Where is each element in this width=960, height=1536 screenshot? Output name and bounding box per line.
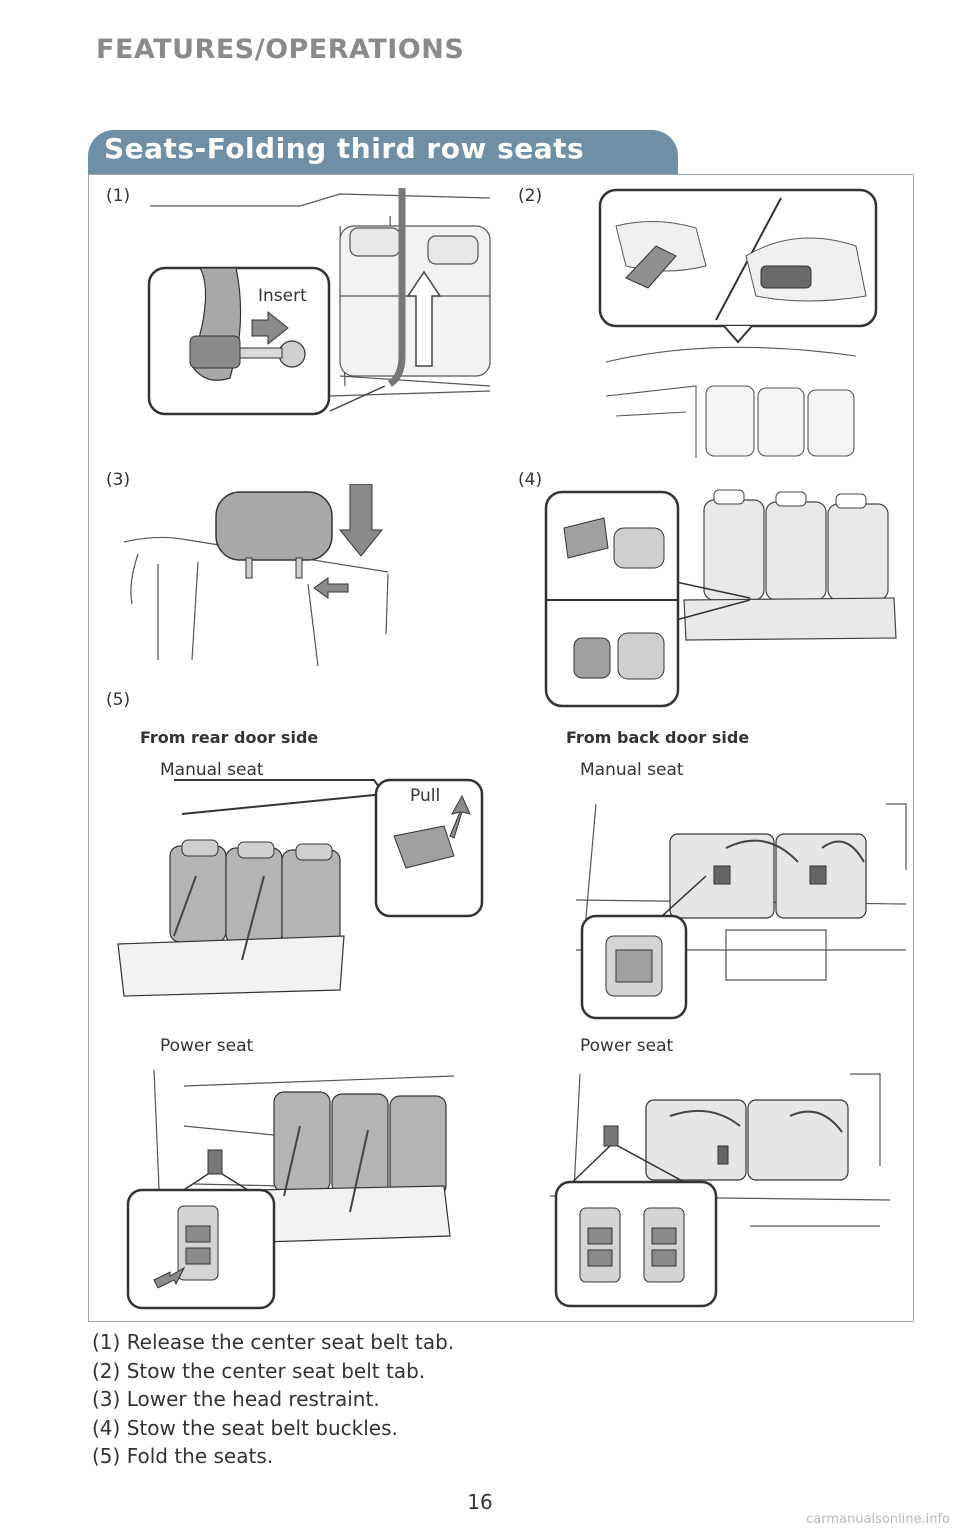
manual-seat-back-door-illustration (576, 803, 907, 1020)
manual-seat-rear-door-illustration (117, 778, 484, 997)
section-label: FEATURES/OPERATIONS (96, 34, 465, 65)
power-seat-label-rear: Power seat (160, 1036, 254, 1056)
step-label-4: (4) (518, 470, 543, 490)
instruction-list: (1) Release the center seat belt tab. (2… (92, 1328, 454, 1471)
watermark: carmanualsonline.info (806, 1512, 950, 1527)
back-door-heading: From back door side (566, 728, 750, 747)
insert-callout: Insert (258, 286, 307, 306)
stow-buckles-illustration (544, 489, 897, 708)
power-seat-rear-door-illustration (126, 1069, 455, 1310)
instruction-item-3: (3) Lower the head restraint. (92, 1387, 380, 1411)
instruction-item-1: (1) Release the center seat belt tab. (92, 1330, 455, 1354)
step-label-5: (5) (106, 690, 131, 710)
power-seat-label-back: Power seat (580, 1036, 674, 1056)
power-seat-back-door-illustration (550, 1073, 891, 1308)
instruction-item-4: (4) Stow the seat belt buckles. (92, 1415, 398, 1440)
pull-callout: Pull (410, 786, 441, 806)
page-number: 16 (467, 1490, 493, 1514)
instruction-item-2: (2) Stow the center seat belt tab. (92, 1358, 426, 1383)
step-label-1: (1) (106, 186, 131, 206)
release-belt-tab-illustration (147, 188, 491, 416)
banner-title: Seats-Folding third row seats (104, 132, 585, 165)
rear-door-heading: From rear door side (140, 728, 319, 747)
section-banner (88, 130, 678, 174)
stow-belt-tab-illustration (598, 188, 878, 458)
instruction-item-5: (5) Fold the seats. (92, 1444, 274, 1468)
step-label-2: (2) (518, 186, 543, 206)
lower-head-restraint-illustration (123, 484, 389, 667)
illustration-frame (88, 174, 914, 1322)
manual-seat-label-rear: Manual seat (160, 760, 264, 780)
step-label-3: (3) (106, 470, 131, 490)
manual-seat-label-back: Manual seat (580, 760, 684, 780)
